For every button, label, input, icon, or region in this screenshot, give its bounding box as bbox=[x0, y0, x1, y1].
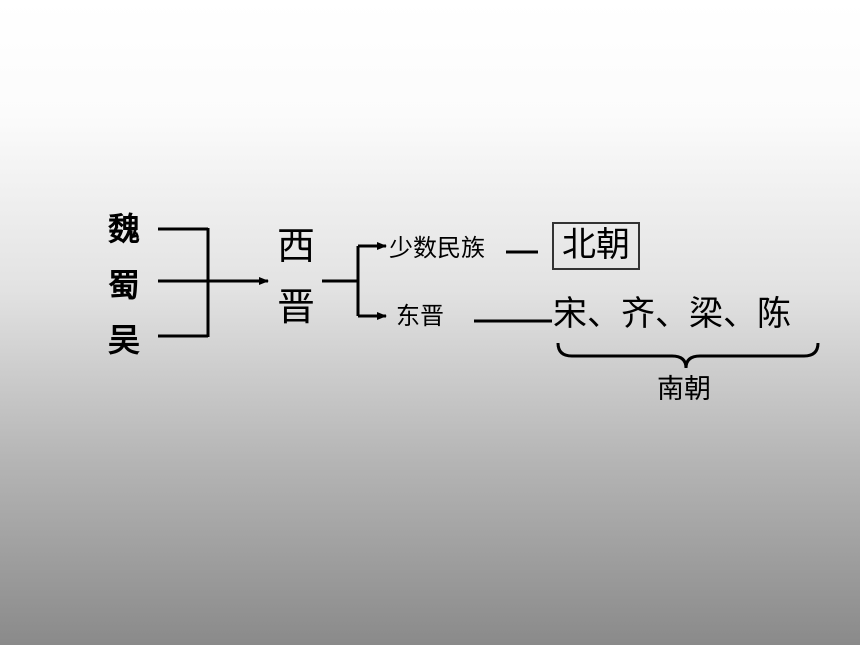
west-jin-bottom: 晋 bbox=[277, 285, 316, 329]
kingdoms-bracket bbox=[158, 227, 210, 338]
east-jin-label: 东晋 bbox=[396, 302, 444, 330]
kingdom-wei: 魏 bbox=[108, 210, 141, 248]
kingdom-shu: 蜀 bbox=[108, 266, 141, 304]
southern-dynasties-label: 南朝 bbox=[657, 374, 711, 405]
southern-brace bbox=[556, 342, 820, 369]
northern-dynasties-box: 北朝 bbox=[552, 222, 640, 270]
west-jin-top: 西 bbox=[277, 224, 316, 268]
southern-dynasties-list: 宋、齐、梁、陈 bbox=[553, 294, 791, 334]
west-jin-split bbox=[322, 246, 360, 316]
kingdom-wu: 吴 bbox=[108, 321, 141, 359]
minorities-label: 少数民族 bbox=[389, 234, 485, 262]
